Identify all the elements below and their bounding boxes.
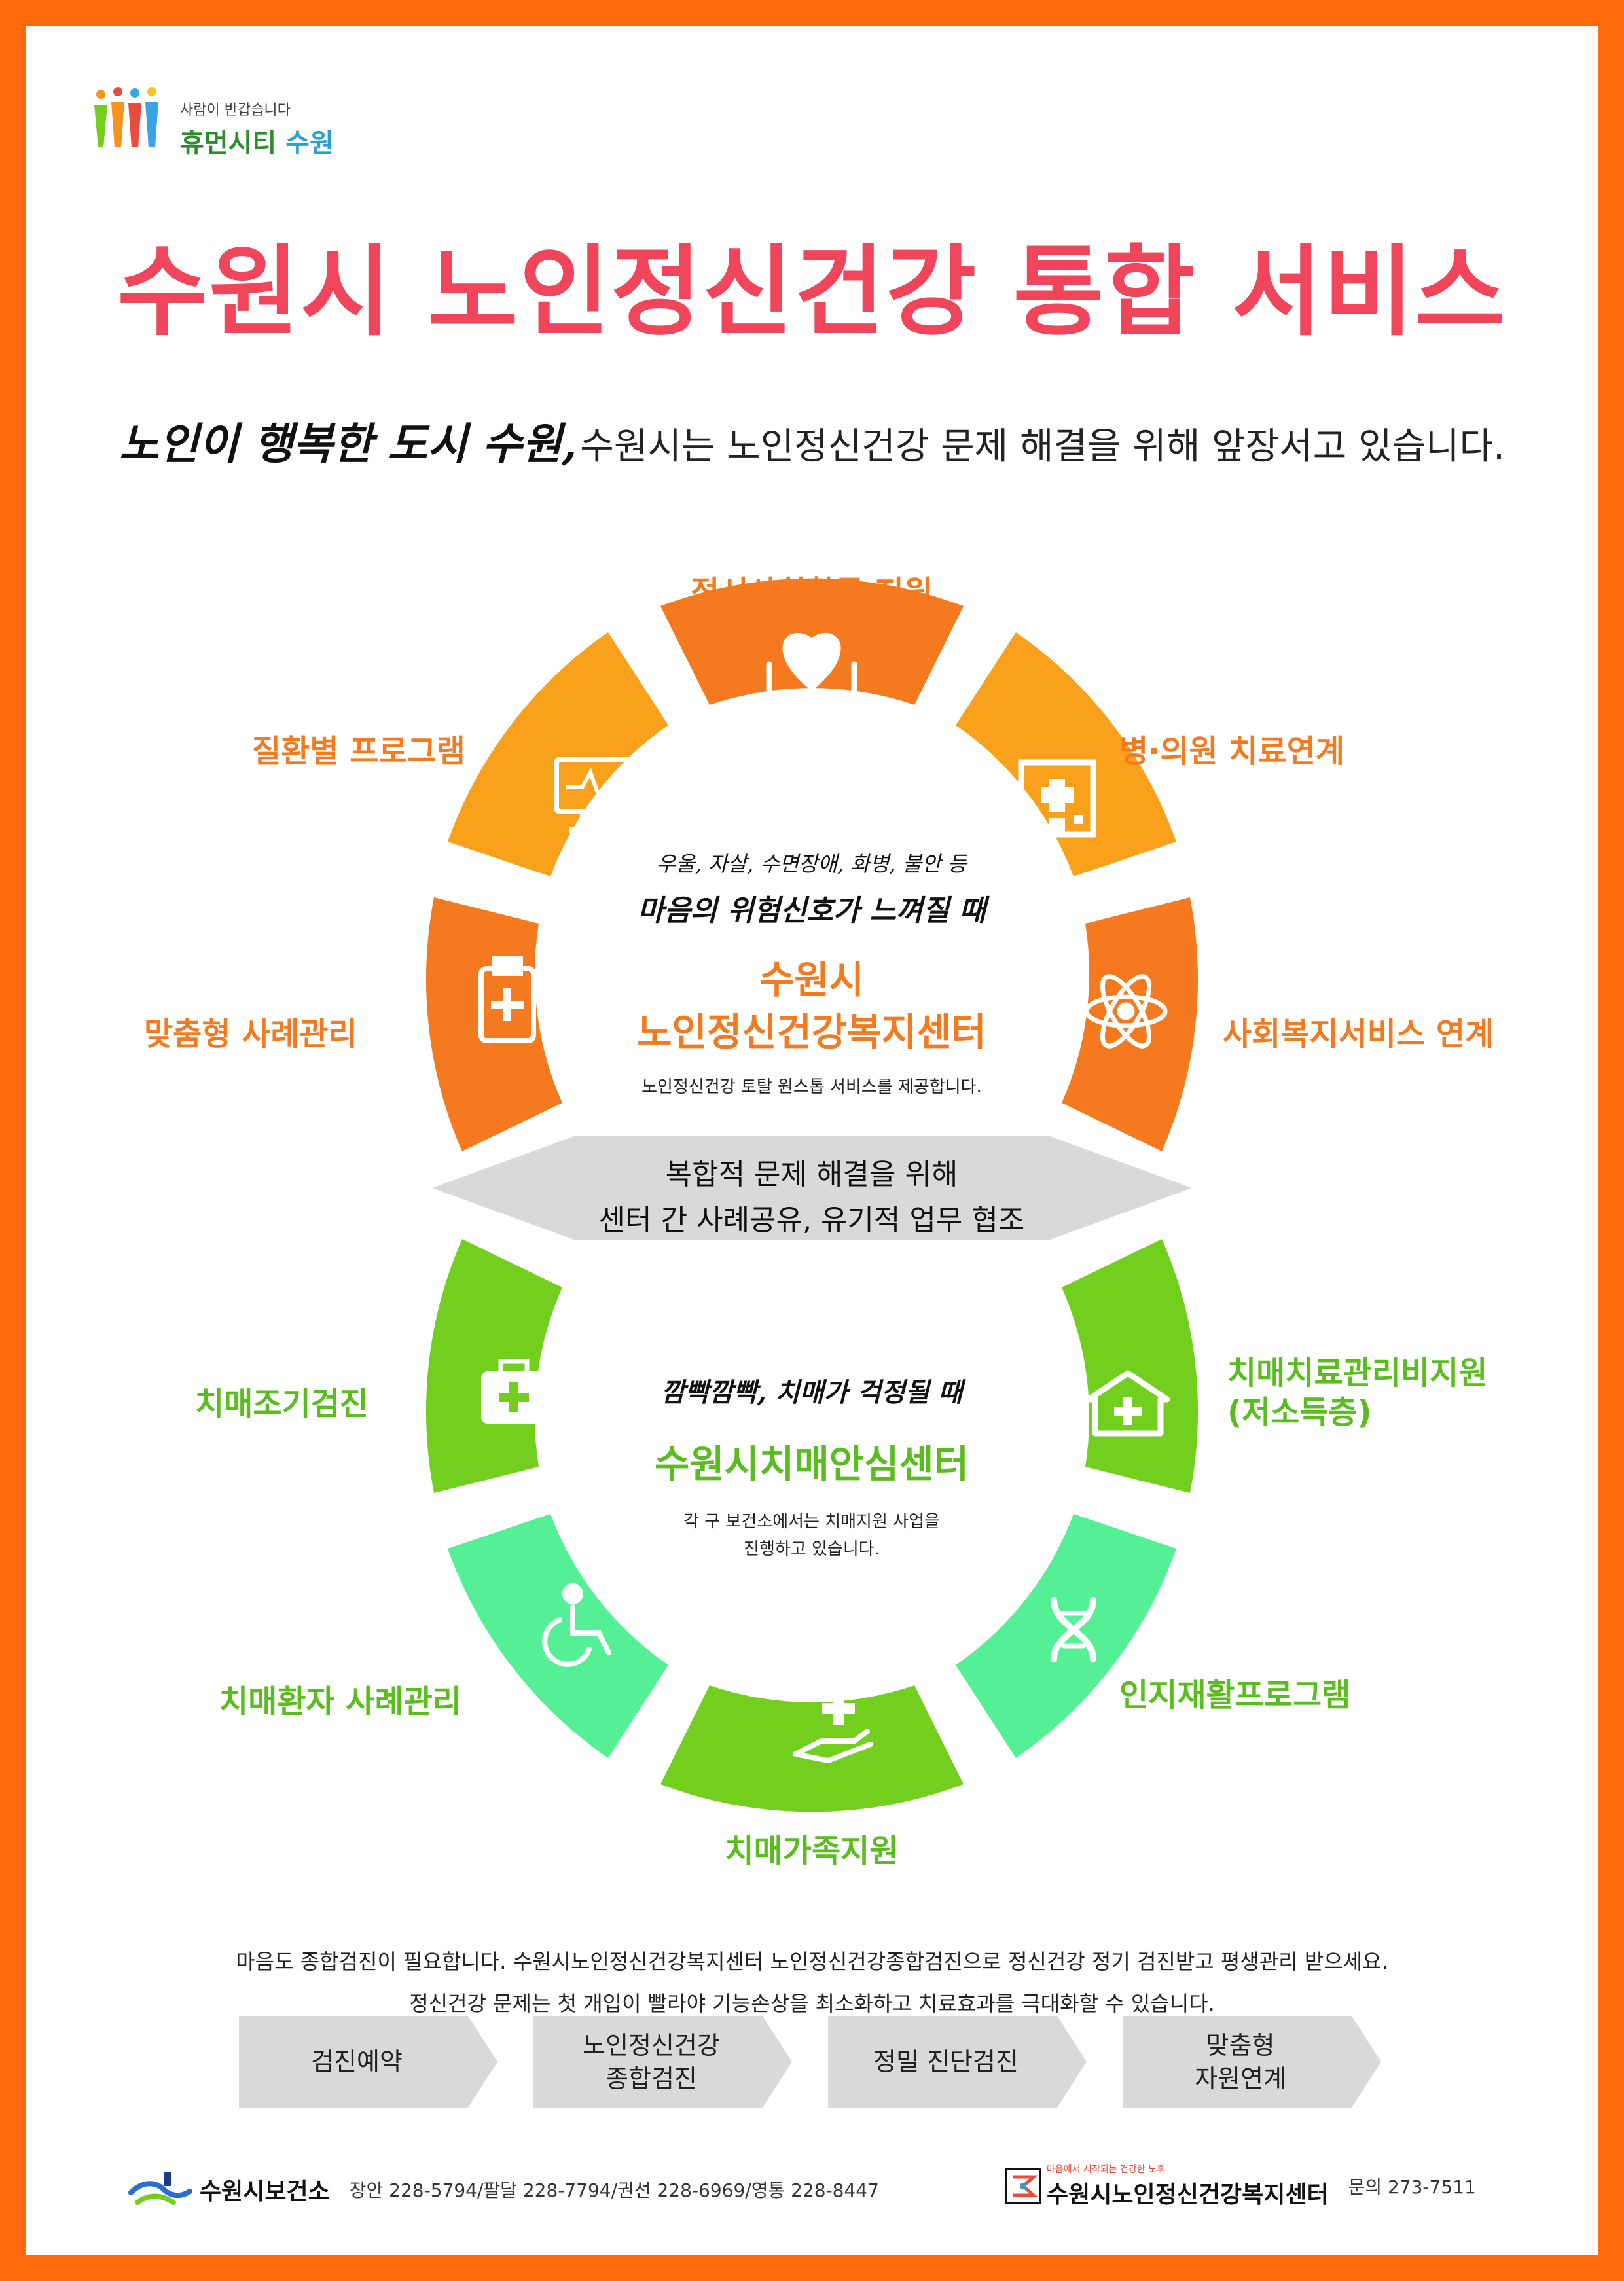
segment-treatment-cost [1062,1239,1199,1493]
cooperation-line2: 센터 간 사례공유, 유기적 업무 협조 [598,1204,1025,1238]
hospital-icon [1018,759,1096,838]
label-disease-program: 질환별 프로그램 [252,733,465,770]
step-text-2: 노인정신건강 종합검진 [533,2029,769,2096]
heart-hands-icon [766,632,857,733]
dementia-center-description: 각 구 보건소에서는 치매지원 사업을 진행하고 있습니다. [583,1509,1041,1563]
step-text-4: 맞춤형 자원연계 [1123,2029,1358,2096]
dementia-center-name: 수원시치매안심센터 [654,1442,969,1486]
step-2-line1: 노인정신건강 [583,2031,720,2060]
house-plus-icon [1085,1370,1170,1437]
mental-health-center-name-line1: 수원시 [759,958,865,1002]
health-center-name: 수원시보건소 [200,2178,330,2205]
cooperation-line1: 복합적 문제 해결을 위해 [665,1158,958,1191]
label-early-screening: 치매조기검진 [195,1386,369,1422]
city-logo: 사람이 반갑습니다 휴먼시티 수원 [92,72,419,177]
people-logo-icon [94,87,158,147]
step-arrow-4 [1123,2016,1381,2108]
step-arrow-2 [533,2016,792,2108]
lower-handwritten: 깜빡깜빡, 치매가 걱정될 때 [660,1377,963,1408]
label-hospital-link: 병·의원 치료연계 [1119,733,1345,770]
label-emotional-support: 정서사회활동 지원 [691,574,933,611]
step-4-line2: 자원연계 [1195,2064,1286,2094]
footer-mental-center: 마음에서 시작되는 건강한 노후 수원시노인정신건강복지센터 문의 273-75… [1005,2160,1476,2212]
mental-center-tagline: 마음에서 시작되는 건강한 노후 [1047,2164,1165,2175]
segment-disease-program [448,632,668,876]
dna-icon [1051,1597,1096,1662]
subtitle-handwritten: 노인이 행복한 도시 수원, [119,418,577,469]
logo-name-accent: 수원 [285,128,334,158]
atom-icon [1084,974,1168,1049]
page-title: 수원시 노인정신건강 통합 서비스 [117,236,1507,350]
label-cognitive-rehab: 인지재활프로그램 [1119,1677,1351,1714]
mental-health-center-description: 노인정신건강 토탈 원스톱 서비스를 제공합니다. [641,1077,982,1097]
hand-plus-icon [793,1692,873,1763]
label-case-management: 맞춤형 사례관리 [144,1016,357,1052]
step-1-line1: 검진예약 [311,2047,403,2076]
cooperation-text: 복합적 문제 해결을 위해 센터 간 사례공유, 유기적 업무 협조 [550,1152,1074,1244]
upper-handwritten-line1: 우울, 자살, 수면장애, 화병, 불안 등 [656,852,967,876]
service-diagram [425,578,1199,1812]
logo-name-main: 휴먼시티 [180,128,277,158]
health-center-logo-icon [128,2172,192,2205]
cooperation-band [432,1136,1192,1240]
label-treatment-cost: 치매치료관리비지원 (저소득층) [1227,1354,1487,1432]
step-4-line1: 맞춤형 [1206,2031,1275,2060]
process-arrows [239,2016,1381,2108]
logo-name: 휴먼시티 수원 [180,122,334,160]
label-treatment-cost-line1: 치매치료관리비지원 [1227,1355,1488,1392]
mental-center-name: 수원시노인정신건강복지센터 [1047,2182,1329,2208]
label-treatment-cost-line2: (저소득층) [1227,1394,1372,1431]
label-family-support: 치매가족지원 [725,1833,899,1869]
notice-line1: 마음도 종합검진이 필요합니다. 수원시노인정신건강복지센터 노인정신건강종합검… [236,1949,1388,1974]
step-3-line1: 정밀 진단검진 [873,2047,1019,2076]
step-arrow-3 [828,2016,1087,2108]
footer-health-center: 수원시보건소 장안 228-5794/팔달 228-7794/권선 228-69… [128,2166,879,2212]
segment-early-screening [425,1239,562,1493]
segment-patient-case [448,1514,668,1758]
subtitle-text: 수원시는 노인정신건강 문제 해결을 위해 앞장서고 있습니다. [580,425,1505,468]
mental-center-contact: 문의 273-7511 [1348,2176,1476,2198]
health-center-phones: 장안 228-5794/팔달 228-7794/권선 228-6969/영통 2… [349,2180,879,2201]
segment-case-management [425,897,562,1151]
mental-health-center-name-line2: 노인정신건강복지센터 [637,1010,986,1054]
dementia-description-line1: 각 구 보건소에서는 치매지원 사업을 [683,1512,940,1532]
segment-hospital-link [956,632,1176,876]
wheelchair-icon [542,1583,611,1667]
mental-center-logo-icon [1005,2168,1041,2204]
step-text-1: 검진예약 [239,2045,475,2079]
notice: 마음도 종합검진이 필요합니다. 수원시노인정신건강복지센터 노인정신건강종합검… [26,1941,1598,2024]
step-arrow-1 [239,2016,497,2108]
clipboard-icon [478,956,536,1043]
dementia-description-line2: 진행하고 있습니다. [744,1539,880,1559]
step-2-line2: 종합검진 [605,2064,697,2094]
medical-kit-icon [481,1359,547,1424]
label-welfare-link: 사회복지서비스 연계 [1223,1016,1494,1052]
label-patient-case: 치매환자 사례관리 [219,1683,461,1720]
subtitle: 노인이 행복한 도시 수원, 수원시는 노인정신건강 문제 해결을 위해 앞장서… [26,409,1598,472]
step-text-3: 정밀 진단검진 [828,2045,1064,2079]
logo-tagline: 사람이 반갑습니다 [180,102,291,118]
notice-line2: 정신건강 문제는 첫 개입이 빨라야 기능손상을 최소화하고 치료효과를 극대화… [409,1991,1215,2016]
poster: 사람이 반갑습니다 휴먼시티 수원 수원시 노인정신건강 통합 서비스 노인이 … [26,26,1598,2255]
monitor-heartbeat-icon [554,757,638,833]
upper-handwritten-line2: 마음의 위험신호가 느껴질 때 [638,894,986,927]
